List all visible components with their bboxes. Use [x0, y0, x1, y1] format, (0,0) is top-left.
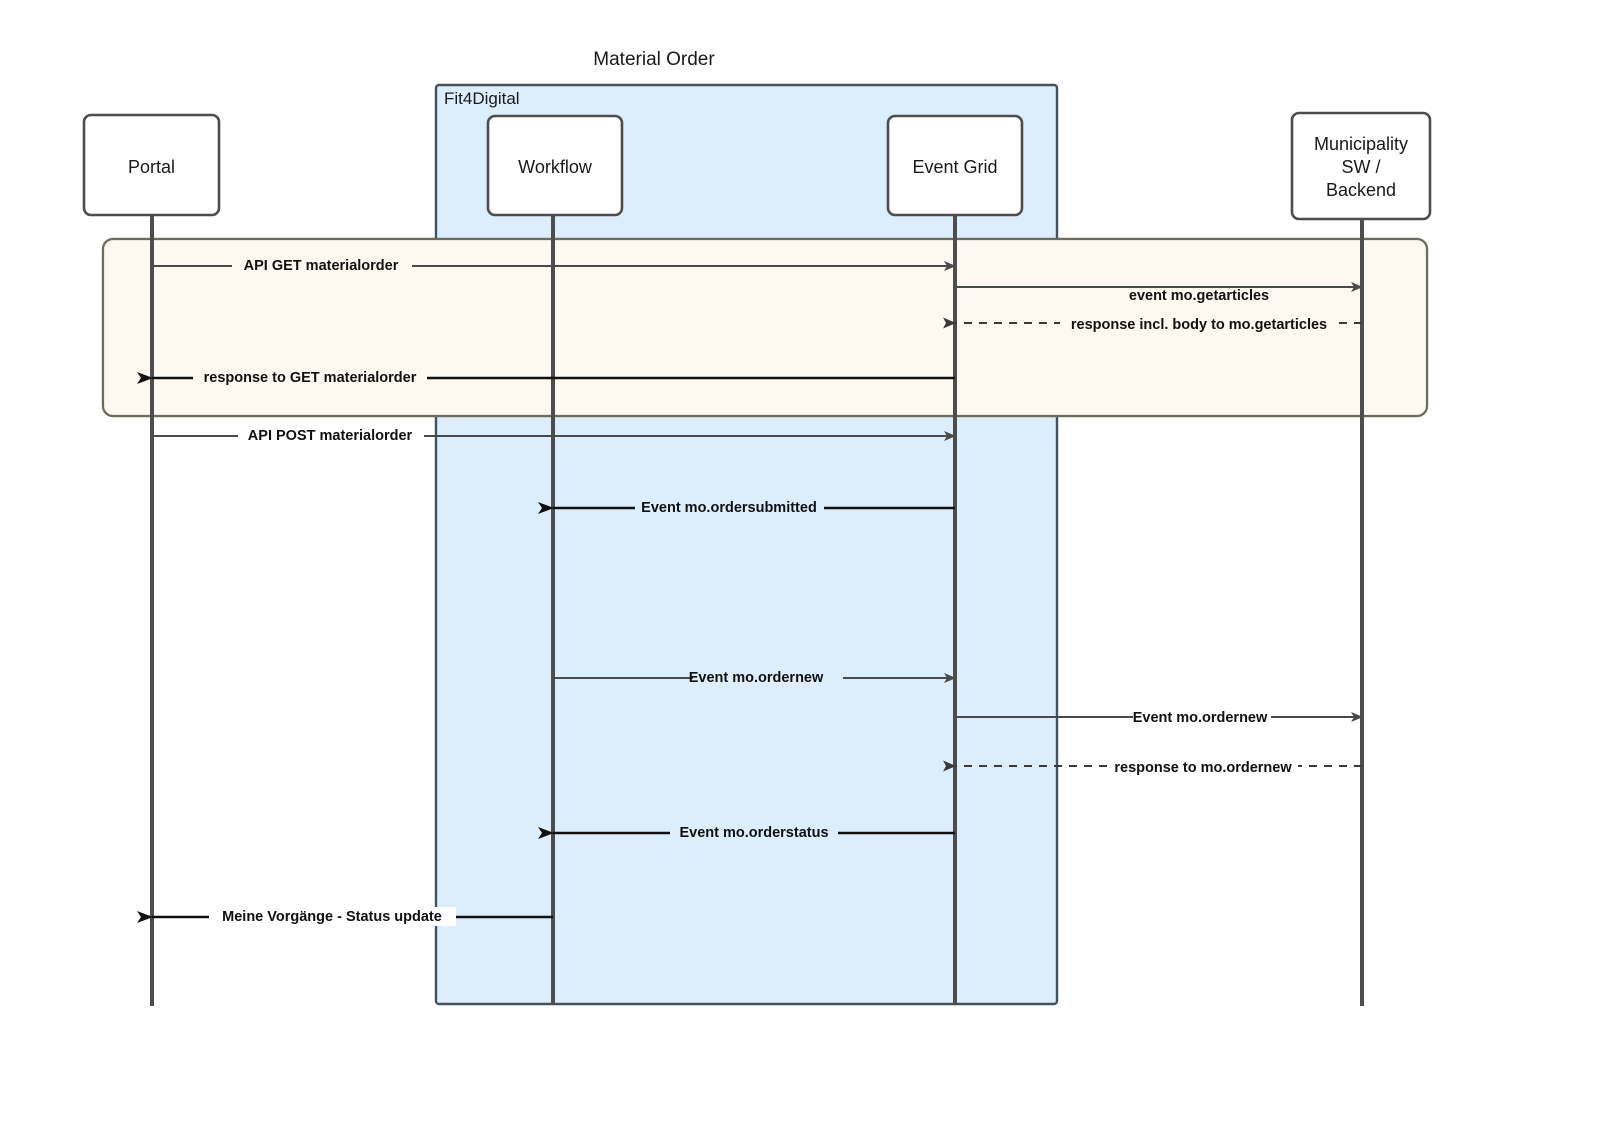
message-label: Event mo.ordersubmitted: [641, 500, 817, 516]
actor-workflow[interactable]: Workflow: [486, 114, 624, 217]
actor-municipality-label-line1: Municipality: [1314, 134, 1408, 154]
diagram-title: Material Order: [593, 49, 715, 70]
message-label: Event mo.ordernew: [689, 670, 824, 686]
message-label: response to GET materialorder: [204, 370, 417, 386]
actor-portal-label: Portal: [128, 157, 175, 177]
message-label: API GET materialorder: [244, 258, 399, 274]
message-response-to-mo-ordernew: response to mo.ordernew: [943, 756, 1362, 776]
message-label: API POST materialorder: [248, 428, 413, 444]
message-response-to-get-materialorder: response to GET materialorder: [137, 368, 955, 387]
group-box-fit4digital: Fit4Digital: [434, 83, 1059, 1006]
message-label: event mo.getarticles: [1129, 288, 1269, 304]
message-label: response to mo.ordernew: [1114, 760, 1292, 776]
message-label: Meine Vorgänge - Status update: [222, 909, 442, 925]
actor-municipality[interactable]: Municipality SW / Backend: [1290, 111, 1432, 221]
message-event-mo-orderstatus: Event mo.orderstatus: [538, 823, 955, 842]
message-event-mo-ordersubmitted: Event mo.ordersubmitted: [538, 498, 955, 517]
message-event-mo-getarticles: event mo.getarticles: [955, 282, 1363, 304]
actor-municipality-label-line2: SW /: [1342, 157, 1381, 177]
actor-portal[interactable]: Portal: [82, 113, 221, 217]
message-label: Event mo.ordernew: [1133, 710, 1268, 726]
actor-eventgrid[interactable]: Event Grid: [886, 114, 1024, 217]
message-api-get-materialorder: API GET materialorder: [152, 256, 956, 275]
actor-workflow-label: Workflow: [518, 157, 593, 177]
message-meine-vorgaenge-status-update: Meine Vorgänge - Status update: [137, 907, 553, 926]
group-box-label: Fit4Digital: [444, 89, 520, 108]
message-event-mo-ordernew-external: Event mo.ordernew: [955, 707, 1363, 726]
message-label: Event mo.orderstatus: [679, 825, 828, 841]
message-response-incl-body-to-mo-getarticles: response incl. body to mo.getarticles: [943, 313, 1362, 333]
actor-municipality-label-line3: Backend: [1326, 180, 1396, 200]
message-label: response incl. body to mo.getarticles: [1071, 317, 1327, 333]
message-event-mo-ordernew-internal: Event mo.ordernew: [553, 668, 956, 687]
message-api-post-materialorder: API POST materialorder: [152, 426, 956, 445]
actor-eventgrid-label: Event Grid: [912, 157, 997, 177]
